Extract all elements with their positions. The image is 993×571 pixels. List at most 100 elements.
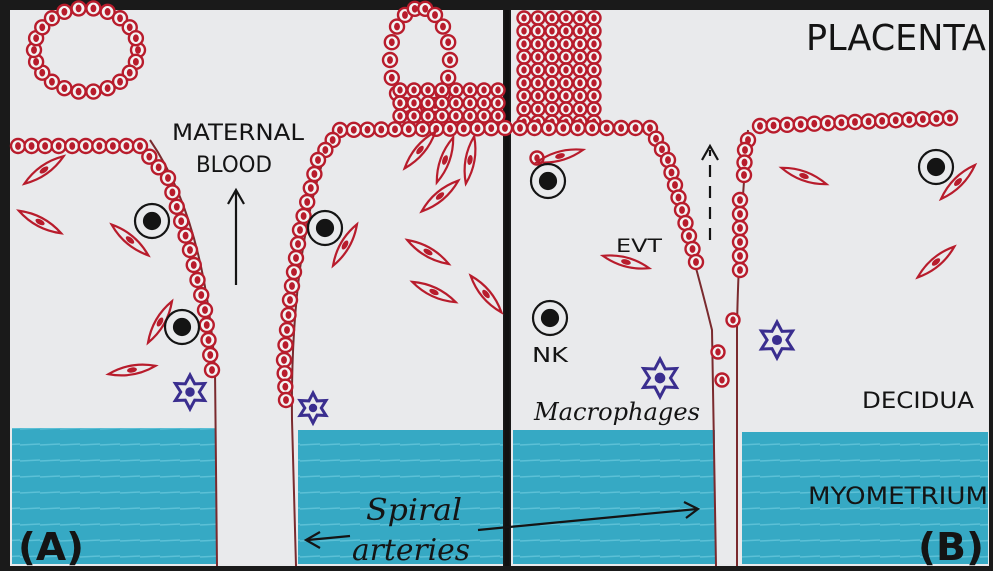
trophoblast-cell bbox=[733, 221, 747, 235]
trophoblast-cell bbox=[588, 38, 601, 51]
spiral-label: Spiral bbox=[366, 493, 462, 528]
trophoblast-cell bbox=[25, 139, 39, 153]
trophoblast-cell bbox=[546, 77, 559, 90]
trophoblast-cell bbox=[560, 12, 573, 25]
trophoblast-cell bbox=[600, 121, 614, 135]
trophoblast-cell bbox=[560, 77, 573, 90]
trophoblast-cell bbox=[546, 25, 559, 38]
trophoblast-cell bbox=[574, 38, 587, 51]
trophoblast-cell bbox=[280, 323, 294, 337]
trophoblast-cell bbox=[532, 90, 545, 103]
trophoblast-cell bbox=[532, 51, 545, 64]
trophoblast-cell bbox=[422, 84, 435, 97]
trophoblast-cell bbox=[129, 31, 143, 45]
trophoblast-cell bbox=[560, 38, 573, 51]
macrophages-label: Macrophages bbox=[533, 398, 700, 426]
arteries-label: arteries bbox=[352, 533, 470, 568]
trophoblast-cell bbox=[450, 84, 463, 97]
trophoblast-cell bbox=[807, 117, 821, 131]
trophoblast-cell bbox=[293, 223, 307, 237]
trophoblast-cell bbox=[205, 363, 219, 377]
trophoblast-cell bbox=[821, 116, 835, 130]
trophoblast-cell bbox=[560, 90, 573, 103]
trophoblast-cell bbox=[518, 77, 531, 90]
trophoblast-cell bbox=[518, 90, 531, 103]
trophoblast-cell bbox=[588, 77, 601, 90]
trophoblast-cell bbox=[532, 25, 545, 38]
trophoblast-cell bbox=[291, 237, 305, 251]
trophoblast-cell bbox=[902, 113, 916, 127]
trophoblast-cell bbox=[198, 303, 212, 317]
trophoblast-cell bbox=[712, 346, 725, 359]
panel-b-label: (B) bbox=[918, 525, 984, 569]
trophoblast-cell bbox=[574, 77, 587, 90]
trophoblast-cell bbox=[532, 38, 545, 51]
trophoblast-cell bbox=[588, 90, 601, 103]
trophoblast-cell bbox=[441, 35, 455, 49]
trophoblast-cell bbox=[733, 193, 747, 207]
placenta-label: PLACENTA bbox=[806, 18, 986, 59]
trophoblast-cell bbox=[518, 64, 531, 77]
trophoblast-cell bbox=[422, 110, 435, 123]
trophoblast-cell bbox=[737, 168, 751, 182]
trophoblast-cell bbox=[92, 139, 106, 153]
trophoblast-cell bbox=[170, 200, 184, 214]
trophoblast-cell bbox=[38, 139, 52, 153]
trophoblast-cell bbox=[571, 121, 585, 135]
myometrium-label: MYOMETRIUM bbox=[808, 482, 988, 510]
trophoblast-cell bbox=[174, 214, 188, 228]
trophoblast-cell bbox=[689, 255, 703, 269]
trophoblast-cell bbox=[72, 85, 86, 99]
panel-a-label: (A) bbox=[18, 525, 84, 569]
trophoblast-cell bbox=[733, 263, 747, 277]
trophoblast-cell bbox=[119, 139, 133, 153]
trophoblast-cell bbox=[187, 258, 201, 272]
trophoblast-cell bbox=[675, 203, 689, 217]
trophoblast-cell bbox=[518, 25, 531, 38]
trophoblast-cell bbox=[727, 314, 740, 327]
trophoblast-cell bbox=[889, 113, 903, 127]
trophoblast-cell bbox=[848, 115, 862, 129]
trophoblast-cell bbox=[682, 229, 696, 243]
trophoblast-cell bbox=[347, 123, 361, 137]
trophoblast-cell bbox=[943, 111, 957, 125]
trophoblast-cell bbox=[588, 25, 601, 38]
trophoblast-cell bbox=[422, 97, 435, 110]
trophoblast-cell bbox=[278, 366, 292, 380]
trophoblast-cell bbox=[408, 97, 421, 110]
trophoblast-cell bbox=[52, 139, 66, 153]
trophoblast-cell bbox=[443, 53, 457, 67]
trophoblast-cell bbox=[546, 51, 559, 64]
trophoblast-cell bbox=[287, 265, 301, 279]
trophoblast-cell bbox=[546, 38, 559, 51]
trophoblast-cell bbox=[436, 110, 449, 123]
trophoblast-cell bbox=[394, 97, 407, 110]
nk-label: NK bbox=[532, 343, 569, 367]
trophoblast-cell bbox=[518, 51, 531, 64]
trophoblast-cell bbox=[478, 110, 491, 123]
trophoblast-cell bbox=[165, 185, 179, 199]
trophoblast-cell bbox=[450, 97, 463, 110]
trophoblast-cell bbox=[733, 249, 747, 263]
trophoblast-cell bbox=[86, 85, 100, 99]
trophoblast-cell bbox=[285, 279, 299, 293]
trophoblast-cell bbox=[532, 12, 545, 25]
trophoblast-cell bbox=[733, 207, 747, 221]
trophoblast-cell bbox=[374, 123, 388, 137]
trophoblast-cell bbox=[794, 117, 808, 131]
trophoblast-cell bbox=[86, 1, 100, 15]
trophoblast-cell bbox=[203, 348, 217, 362]
trophoblast-cell bbox=[532, 77, 545, 90]
trophoblast-cell bbox=[478, 84, 491, 97]
trophoblast-cell bbox=[191, 273, 205, 287]
trophoblast-cell bbox=[560, 64, 573, 77]
trophoblast-cell bbox=[574, 64, 587, 77]
trophoblast-cell bbox=[457, 122, 471, 136]
trophoblast-cell bbox=[436, 84, 449, 97]
trophoblast-cell bbox=[929, 112, 943, 126]
trophoblast-cell bbox=[385, 71, 399, 85]
trophoblast-cell bbox=[679, 216, 693, 230]
trophoblast-cell bbox=[588, 51, 601, 64]
trophoblast-cell bbox=[527, 121, 541, 135]
